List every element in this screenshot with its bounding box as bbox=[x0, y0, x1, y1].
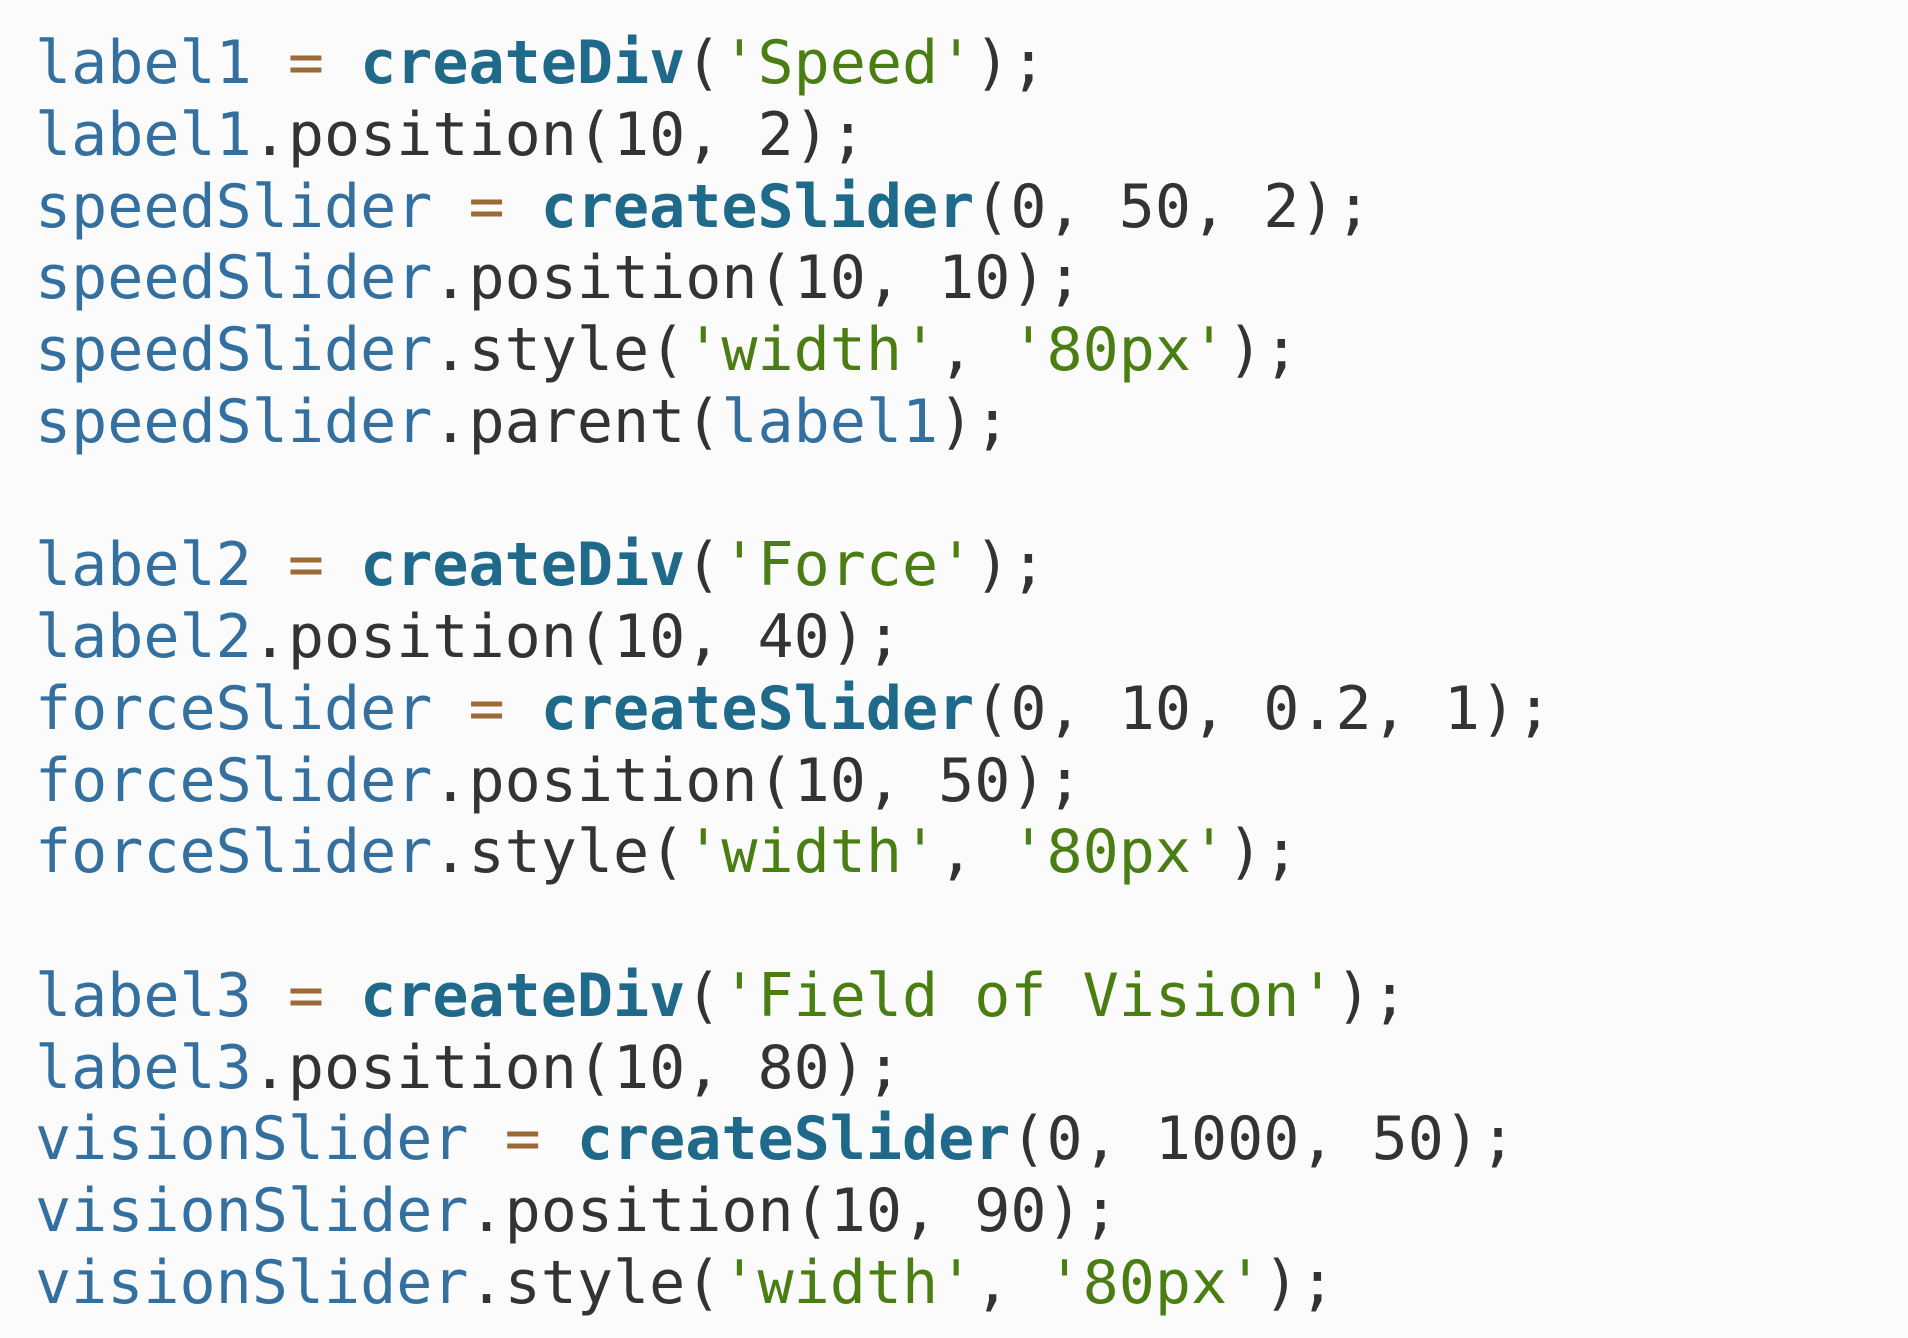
plain-token bbox=[252, 961, 288, 1031]
plain-token: .position(10, 2); bbox=[251, 99, 866, 170]
code-line[interactable]: forceSlider = createSlider(0, 10, 0.2, 1… bbox=[35, 674, 1552, 746]
code-line[interactable]: speedSlider.style('width', '80px'); bbox=[35, 315, 1552, 387]
plain-token: .position(10, 50); bbox=[432, 745, 1083, 816]
identifier-token: label2 bbox=[35, 602, 252, 672]
plain-token: .position(10, 10); bbox=[432, 243, 1083, 314]
function-token: createDiv bbox=[360, 28, 686, 98]
plain-token: ); bbox=[1335, 960, 1408, 1031]
code-line[interactable]: speedSlider = createSlider(0, 50, 2); bbox=[35, 172, 1552, 244]
plain-token: .position(10, 40); bbox=[251, 602, 902, 672]
code-line[interactable]: label3 = createDiv('Field of Vision'); bbox=[35, 961, 1552, 1033]
plain-token bbox=[505, 172, 541, 242]
identifier-token: label1 bbox=[35, 99, 252, 170]
plain-token bbox=[541, 1104, 577, 1174]
plain-token: .position(10, 80); bbox=[251, 1032, 902, 1103]
identifier-token: label1 bbox=[35, 28, 252, 98]
identifier-token: speedSlider bbox=[35, 171, 433, 242]
code-line[interactable]: forceSlider.position(10, 50); bbox=[35, 746, 1552, 818]
string-token: 'Speed' bbox=[721, 28, 975, 98]
plain-token: , bbox=[974, 1247, 1047, 1318]
plain-token: (0, 10, 0.2, 1); bbox=[974, 673, 1553, 744]
string-token: 'width' bbox=[685, 817, 939, 888]
plain-token: .position(10, 90); bbox=[468, 1176, 1119, 1246]
plain-token bbox=[252, 28, 288, 98]
plain-token bbox=[324, 28, 360, 98]
plain-token bbox=[432, 674, 468, 744]
identifier-token: label3 bbox=[35, 1032, 252, 1103]
plain-token bbox=[324, 961, 360, 1031]
identifier-token: speedSlider bbox=[35, 386, 433, 457]
operator-token: = bbox=[504, 1104, 541, 1175]
code-line[interactable]: visionSlider.position(10, 90); bbox=[35, 1176, 1552, 1248]
function-token: createSlider bbox=[576, 1104, 1011, 1175]
code-line[interactable]: speedSlider.position(10, 10); bbox=[35, 243, 1552, 315]
plain-token: , bbox=[938, 315, 1011, 385]
string-token: 'width' bbox=[685, 315, 939, 385]
string-token: 'width' bbox=[721, 1247, 975, 1318]
plain-token: ); bbox=[1263, 1247, 1336, 1318]
code-line[interactable]: label1.position(10, 2); bbox=[35, 100, 1552, 172]
function-token: createDiv bbox=[360, 530, 686, 601]
function-token: createSlider bbox=[540, 171, 975, 242]
plain-token: .style( bbox=[432, 817, 686, 888]
code-line[interactable]: label3.position(10, 80); bbox=[35, 1033, 1552, 1105]
identifier-token: visionSlider bbox=[35, 1176, 469, 1246]
string-token: '80px' bbox=[1010, 315, 1228, 385]
plain-token: .style( bbox=[432, 315, 686, 385]
identifier-token: forceSlider bbox=[35, 817, 433, 888]
identifier-token: speedSlider bbox=[35, 315, 433, 385]
string-token: '80px' bbox=[1046, 1247, 1264, 1318]
code-line[interactable]: visionSlider.style('width', '80px'); bbox=[35, 1248, 1552, 1320]
operator-token: = bbox=[468, 673, 505, 744]
plain-token: ); bbox=[974, 530, 1047, 601]
plain-token: ( bbox=[685, 960, 722, 1031]
identifier-token: label2 bbox=[35, 530, 252, 601]
plain-token: .parent( bbox=[432, 386, 722, 457]
code-line[interactable]: visionSlider = createSlider(0, 1000, 50)… bbox=[35, 1104, 1552, 1176]
plain-token bbox=[505, 674, 541, 744]
plain-token: (0, 1000, 50); bbox=[1010, 1104, 1517, 1175]
identifier-token: visionSlider bbox=[35, 1104, 469, 1175]
string-token: 'Field of Vision' bbox=[721, 960, 1336, 1031]
plain-token bbox=[324, 530, 360, 600]
function-token: createDiv bbox=[360, 960, 686, 1031]
code-line[interactable] bbox=[35, 889, 1552, 961]
plain-token: ); bbox=[974, 28, 1047, 98]
code-line[interactable]: label2 = createDiv('Force'); bbox=[35, 530, 1552, 602]
plain-token bbox=[252, 530, 288, 600]
function-token: createSlider bbox=[540, 673, 975, 744]
identifier-token: label3 bbox=[35, 960, 252, 1031]
plain-token: (0, 50, 2); bbox=[974, 171, 1372, 242]
plain-token: , bbox=[938, 817, 1011, 888]
plain-token: ( bbox=[685, 28, 722, 98]
plain-token: ( bbox=[685, 530, 722, 601]
code-line[interactable]: forceSlider.style('width', '80px'); bbox=[35, 817, 1552, 889]
plain-token: ); bbox=[1227, 817, 1300, 888]
identifier-token: forceSlider bbox=[35, 673, 433, 744]
code-line[interactable]: label2.position(10, 40); bbox=[35, 602, 1552, 674]
plain-token: .style( bbox=[468, 1247, 722, 1318]
identifier-token: label1 bbox=[721, 386, 939, 457]
identifier-token: forceSlider bbox=[35, 745, 433, 816]
string-token: 'Force' bbox=[721, 530, 975, 601]
code-line[interactable]: label1 = createDiv('Speed'); bbox=[35, 28, 1552, 100]
plain-token: ); bbox=[938, 386, 1011, 457]
plain-token bbox=[468, 1104, 504, 1174]
operator-token: = bbox=[287, 28, 324, 98]
identifier-token: speedSlider bbox=[35, 243, 433, 314]
operator-token: = bbox=[468, 171, 505, 242]
plain-token bbox=[432, 172, 468, 242]
identifier-token: visionSlider bbox=[35, 1247, 469, 1318]
operator-token: = bbox=[287, 960, 324, 1031]
string-token: '80px' bbox=[1010, 817, 1228, 888]
operator-token: = bbox=[287, 530, 324, 601]
plain-token: ); bbox=[1227, 315, 1300, 385]
code-line[interactable] bbox=[35, 459, 1552, 531]
code-block[interactable]: label1 = createDiv('Speed');label1.posit… bbox=[35, 28, 1552, 1320]
code-line[interactable]: speedSlider.parent(label1); bbox=[35, 387, 1552, 459]
